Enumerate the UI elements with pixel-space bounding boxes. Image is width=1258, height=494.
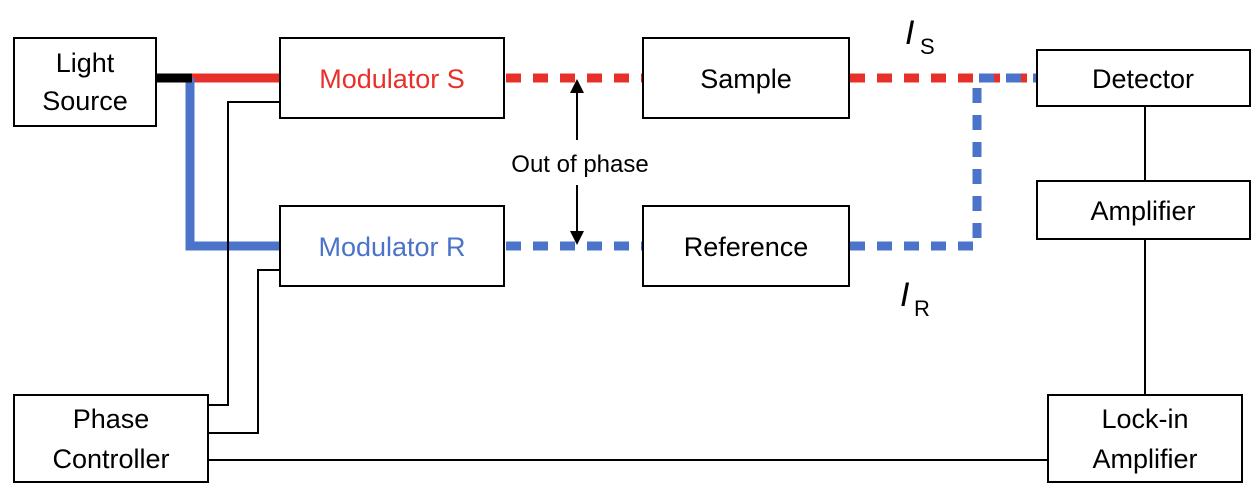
wire-controller-to-modulator-r bbox=[208, 269, 280, 434]
modulator-r-box: Modulator R bbox=[279, 205, 505, 287]
detector-box: Detector bbox=[1036, 49, 1251, 107]
phase-controller-label-line2: Controller bbox=[52, 444, 169, 474]
light-source-box: Light Source bbox=[13, 37, 157, 127]
detector-label: Detector bbox=[1092, 64, 1194, 94]
amplifier-box: Amplifier bbox=[1036, 180, 1251, 240]
reference-beam-solid bbox=[185, 78, 280, 251]
lockin-label-line1: Lock-in bbox=[1101, 404, 1188, 434]
sample-box: Sample bbox=[642, 37, 850, 119]
modulator-s-box: Modulator S bbox=[279, 37, 505, 119]
ir-symbol: I bbox=[900, 276, 910, 314]
is-subscript: S bbox=[920, 34, 935, 59]
reference-label: Reference bbox=[684, 232, 809, 262]
is-symbol: I bbox=[905, 14, 915, 52]
phase-controller-label-line1: Phase bbox=[73, 404, 150, 434]
amplifier-label: Amplifier bbox=[1090, 196, 1195, 226]
out-of-phase-indicator: Out of phase bbox=[511, 79, 649, 245]
reference-beam bbox=[185, 73, 1037, 251]
modulator-r-label: Modulator R bbox=[318, 232, 465, 262]
out-of-phase-label: Out of phase bbox=[511, 151, 648, 178]
phase-controller-box: Phase Controller bbox=[13, 394, 209, 483]
modulator-s-label: Modulator S bbox=[319, 64, 465, 94]
ir-subscript: R bbox=[914, 296, 930, 321]
light-source-label-line1: Light bbox=[56, 48, 115, 78]
intensity-sample-symbol: I S bbox=[905, 14, 935, 59]
reference-box: Reference bbox=[642, 205, 850, 287]
sample-label: Sample bbox=[700, 64, 792, 94]
intensity-reference-symbol: I R bbox=[900, 276, 930, 321]
lockin-amplifier-box: Lock-in Amplifier bbox=[1047, 394, 1243, 483]
lockin-label-line2: Amplifier bbox=[1092, 444, 1197, 474]
wire-controller-to-modulator-s bbox=[208, 101, 280, 406]
reference-beam-dashed-2 bbox=[850, 73, 1037, 251]
control-wires bbox=[208, 101, 1146, 461]
light-source-label-line2: Source bbox=[42, 86, 128, 116]
